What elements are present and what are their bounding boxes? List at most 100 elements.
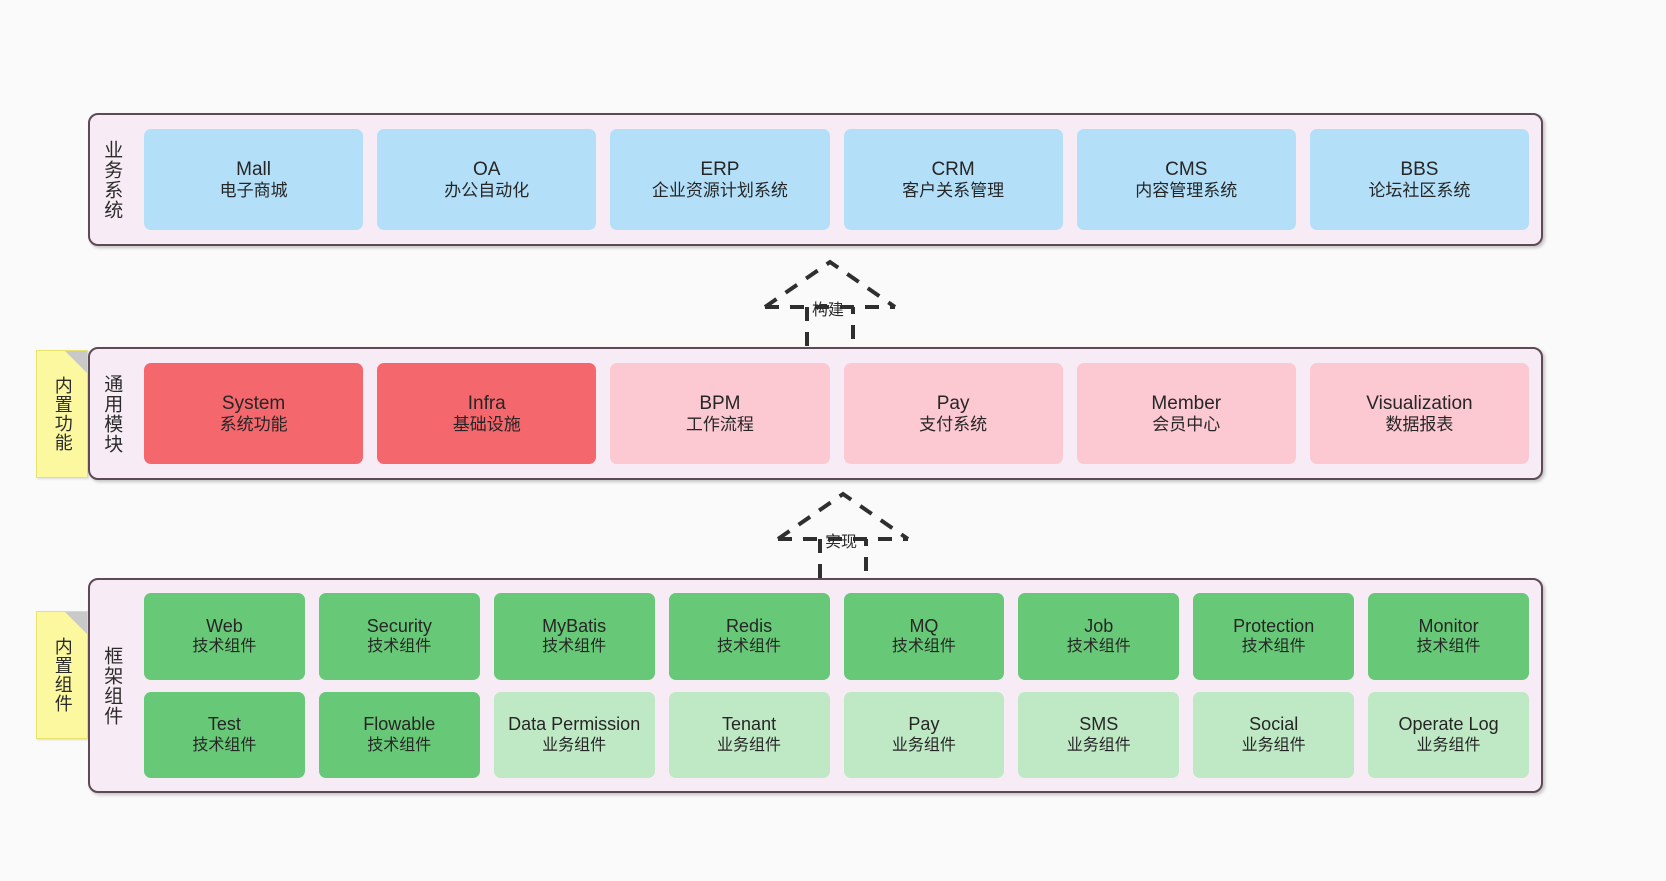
node-mybatis[interactable]: MyBatis 技术组件	[493, 593, 655, 680]
layer-common-module: 通用模块 System 系统功能 Infra 基础设施 BPM 工作流程 Pay…	[88, 347, 1543, 480]
node-social-cn: 业务组件	[1241, 736, 1306, 754]
layer-framework-component: 框架组件 Web 技术组件 Security 技术组件 MyBatis 技术组件…	[88, 578, 1543, 793]
node-visualization-cn: 数据报表	[1385, 414, 1454, 434]
node-visualization-en: Visualization	[1366, 392, 1473, 414]
framework-row-business: Test 技术组件 Flowable 技术组件 Data Permission …	[144, 691, 1529, 778]
node-tenant[interactable]: Tenant 业务组件	[668, 691, 830, 778]
node-operate-log-cn: 业务组件	[1416, 736, 1481, 754]
node-oa-cn: 办公自动化	[444, 180, 530, 200]
node-security-cn: 技术组件	[367, 638, 432, 656]
node-web[interactable]: Web 技术组件	[144, 593, 305, 680]
node-monitor-cn: 技术组件	[1416, 638, 1481, 656]
node-test-en: Test	[207, 714, 241, 735]
connector-implement-glyph	[776, 491, 910, 584]
sticky-fold-icon	[65, 612, 87, 634]
node-web-en: Web	[206, 615, 243, 636]
node-system-en: System	[221, 392, 286, 414]
node-monitor-en: Monitor	[1418, 615, 1479, 636]
sticky-fold-icon	[65, 351, 87, 373]
node-redis-cn: 技术组件	[717, 638, 782, 656]
node-data-permission[interactable]: Data Permission 业务组件	[493, 691, 655, 778]
node-mybatis-cn: 技术组件	[542, 638, 607, 656]
node-flowable-en: Flowable	[363, 714, 436, 735]
layer-framework-component-title: 框架组件	[101, 645, 123, 726]
node-pay-component[interactable]: Pay 业务组件	[843, 691, 1005, 778]
node-operate-log[interactable]: Operate Log 业务组件	[1368, 691, 1529, 778]
connector-build-label: 构建	[812, 302, 845, 319]
node-infra-cn: 基础设施	[452, 414, 521, 434]
sticky-note-builtin-feature: 内置功能	[36, 350, 88, 478]
node-redis[interactable]: Redis 技术组件	[668, 593, 830, 680]
sticky-note-builtin-feature-label: 内置功能	[52, 376, 73, 452]
node-mybatis-en: MyBatis	[542, 615, 607, 636]
node-protection[interactable]: Protection 技术组件	[1193, 593, 1355, 680]
node-bbs-cn: 论坛社区系统	[1368, 180, 1471, 200]
connector-implement: 实现	[768, 489, 918, 584]
layer-common-module-nodes: System 系统功能 Infra 基础设施 BPM 工作流程 Pay 支付系统…	[132, 349, 1541, 478]
node-mq[interactable]: MQ 技术组件	[843, 593, 1005, 680]
node-member-en: Member	[1151, 392, 1222, 414]
node-sms[interactable]: SMS 业务组件	[1018, 691, 1180, 778]
node-monitor[interactable]: Monitor 技术组件	[1368, 593, 1529, 680]
node-pay-module-cn: 支付系统	[919, 414, 988, 434]
node-pay-module[interactable]: Pay 支付系统	[843, 363, 1063, 464]
node-flowable[interactable]: Flowable 技术组件	[318, 691, 480, 778]
layer-framework-component-nodes: Web 技术组件 Security 技术组件 MyBatis 技术组件 Redi…	[132, 580, 1541, 791]
node-web-cn: 技术组件	[192, 638, 257, 656]
connector-build: 构建	[755, 257, 905, 352]
node-mall-cn: 电子商城	[219, 180, 288, 200]
node-bbs[interactable]: BBS 论坛社区系统	[1309, 129, 1530, 230]
node-system-cn: 系统功能	[219, 414, 288, 434]
node-job-cn: 技术组件	[1066, 638, 1131, 656]
node-flowable-cn: 技术组件	[367, 736, 432, 754]
node-bbs-en: BBS	[1400, 158, 1439, 180]
node-bpm-en: BPM	[699, 392, 741, 414]
node-test[interactable]: Test 技术组件	[144, 691, 305, 778]
node-sms-cn: 业务组件	[1066, 736, 1131, 754]
node-bpm[interactable]: BPM 工作流程	[610, 363, 830, 464]
node-infra-en: Infra	[467, 392, 506, 414]
node-job-en: Job	[1084, 615, 1114, 636]
node-security-en: Security	[366, 615, 432, 636]
node-tenant-en: Tenant	[722, 714, 777, 735]
layer-common-module-title: 通用模块	[101, 373, 123, 454]
node-mq-en: MQ	[909, 615, 939, 636]
node-oa[interactable]: OA 办公自动化	[377, 129, 597, 230]
node-data-permission-en: Data Permission	[508, 714, 641, 735]
node-member-cn: 会员中心	[1152, 414, 1221, 434]
node-system[interactable]: System 系统功能	[144, 363, 364, 464]
node-job[interactable]: Job 技术组件	[1018, 593, 1180, 680]
layer-business-system-nodes: Mall 电子商城 OA 办公自动化 ERP 企业资源计划系统 CRM 客户关系…	[132, 115, 1541, 244]
node-erp[interactable]: ERP 企业资源计划系统	[610, 129, 830, 230]
sticky-note-builtin-component-label: 内置组件	[52, 637, 73, 713]
node-member[interactable]: Member 会员中心	[1076, 363, 1296, 464]
framework-row-tech: Web 技术组件 Security 技术组件 MyBatis 技术组件 Redi…	[144, 593, 1529, 680]
node-data-permission-cn: 业务组件	[542, 736, 607, 754]
connector-build-glyph	[763, 259, 897, 352]
node-social-en: Social	[1249, 714, 1299, 735]
node-pay-module-en: Pay	[936, 392, 970, 414]
node-operate-log-en: Operate Log	[1398, 714, 1499, 735]
node-mall[interactable]: Mall 电子商城	[144, 129, 364, 230]
node-oa-en: OA	[473, 158, 501, 180]
node-test-cn: 技术组件	[192, 736, 257, 754]
node-social[interactable]: Social 业务组件	[1193, 691, 1355, 778]
node-bpm-cn: 工作流程	[685, 414, 754, 434]
node-erp-en: ERP	[700, 158, 740, 180]
node-cms[interactable]: CMS 内容管理系统	[1076, 129, 1296, 230]
node-crm-cn: 客户关系管理	[902, 180, 1005, 200]
node-mq-cn: 技术组件	[891, 638, 956, 656]
node-tenant-cn: 业务组件	[717, 736, 782, 754]
node-crm[interactable]: CRM 客户关系管理	[843, 129, 1063, 230]
node-security[interactable]: Security 技术组件	[318, 593, 480, 680]
node-sms-en: SMS	[1079, 714, 1119, 735]
node-visualization[interactable]: Visualization 数据报表	[1309, 363, 1530, 464]
node-infra[interactable]: Infra 基础设施	[377, 363, 597, 464]
node-mall-en: Mall	[236, 158, 271, 180]
node-redis-en: Redis	[726, 615, 773, 636]
node-crm-en: CRM	[931, 158, 975, 180]
node-protection-en: Protection	[1233, 615, 1315, 636]
layer-business-system: 业务系统 Mall 电子商城 OA 办公自动化 ERP 企业资源计划系统 CRM…	[88, 113, 1543, 246]
node-erp-cn: 企业资源计划系统	[651, 180, 788, 200]
